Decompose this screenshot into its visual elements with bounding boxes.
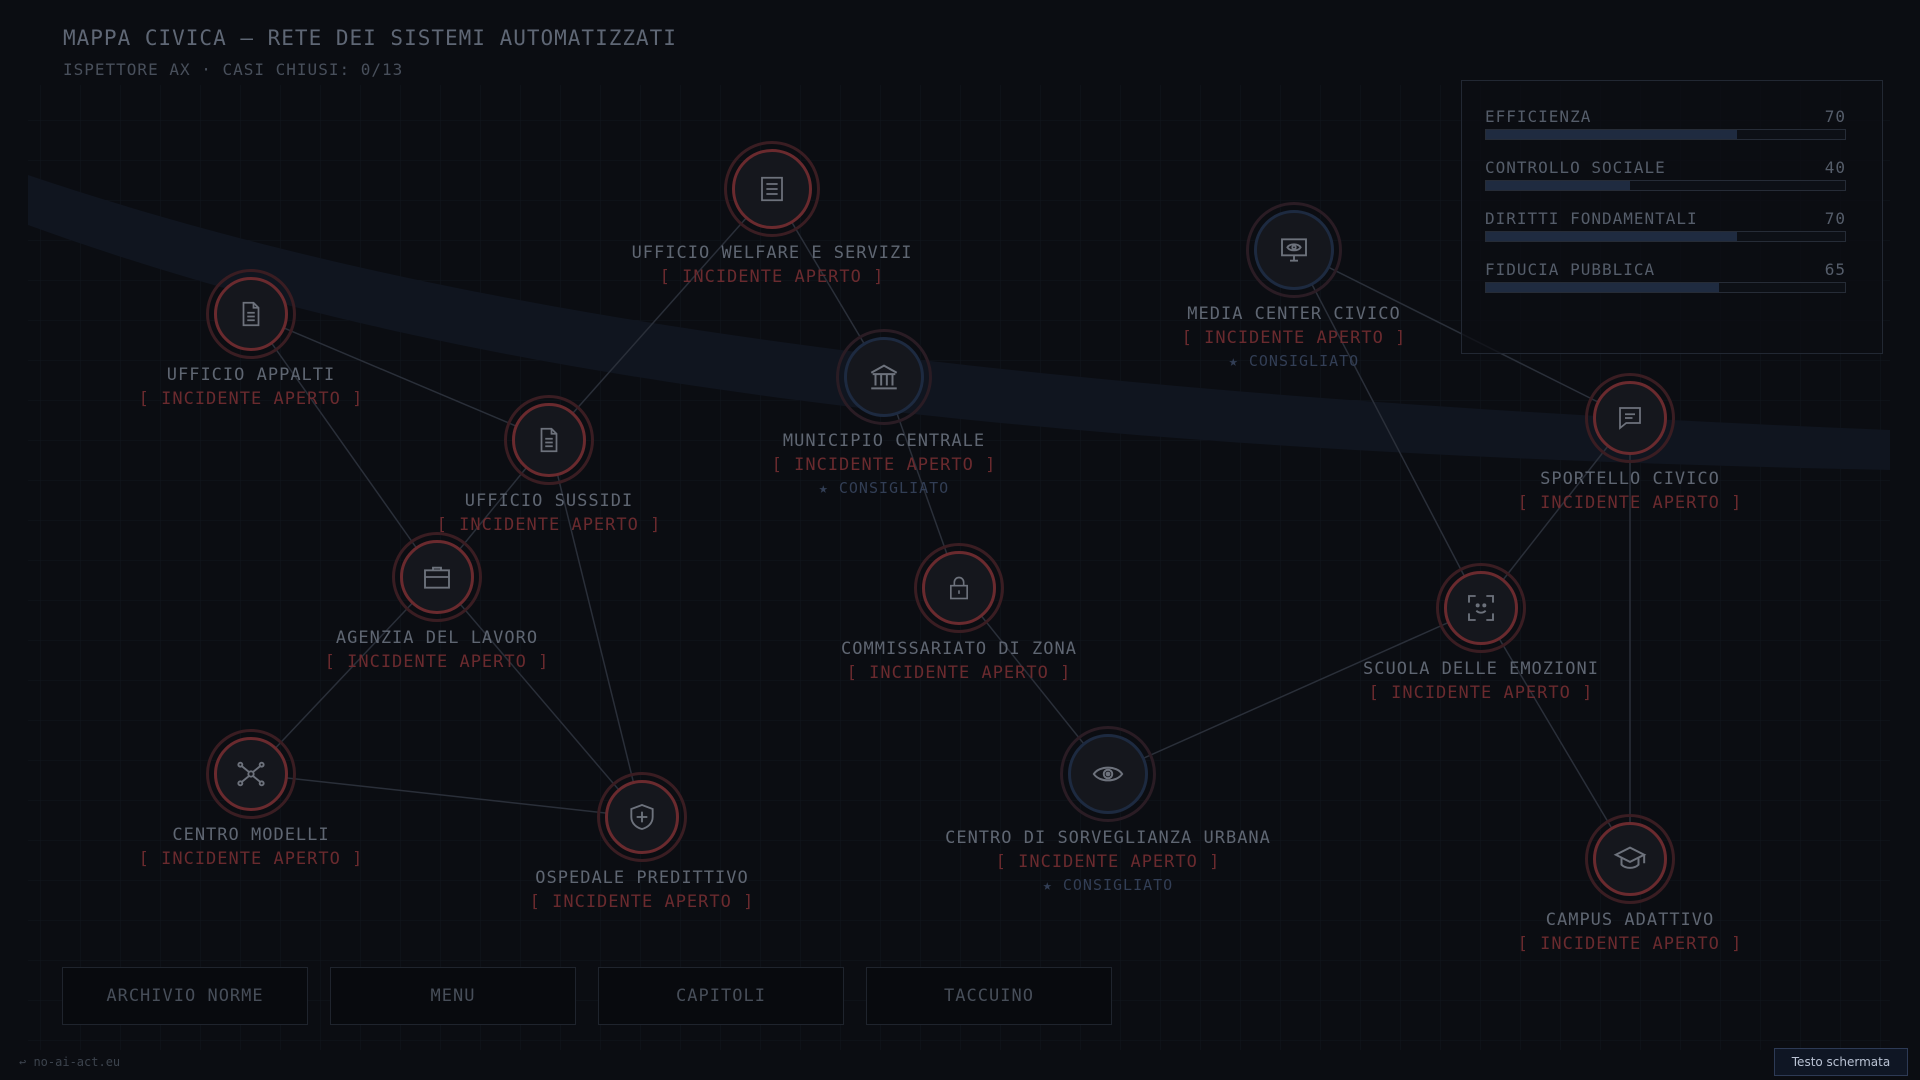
stat-controllo-sociale: CONTROLLO SOCIALE 40 bbox=[1485, 158, 1846, 191]
stat-diritti-fondamentali: DIRITTI FONDAMENTALI 70 bbox=[1485, 209, 1846, 242]
node-ring bbox=[1060, 726, 1156, 822]
network-link bbox=[1480, 607, 1631, 860]
node-status: [ INCIDENTE APERTO ] bbox=[771, 455, 997, 475]
node-ring bbox=[1585, 373, 1675, 463]
document-icon bbox=[512, 403, 586, 477]
node-name: CENTRO DI SORVEGLIANZA URBANA bbox=[945, 828, 1271, 848]
stat-value: 70 bbox=[1824, 209, 1846, 228]
node-ring bbox=[504, 395, 594, 485]
network-link bbox=[548, 439, 643, 818]
page-title: MAPPA CIVICA — RETE DEI SISTEMI AUTOMATI… bbox=[63, 26, 677, 50]
stat-bar-fill bbox=[1486, 283, 1720, 292]
node-status: [ INCIDENTE APERTO ] bbox=[1368, 683, 1594, 703]
network-link bbox=[250, 313, 550, 441]
graduation-cap-icon bbox=[1593, 822, 1667, 896]
node-name: UFFICIO SUSSIDI bbox=[464, 491, 634, 511]
eye-icon bbox=[1068, 734, 1148, 814]
node-status: [ INCIDENTE APERTO ] bbox=[436, 515, 662, 535]
stat-bar-fill bbox=[1486, 232, 1738, 241]
monitor-eye-icon bbox=[1254, 210, 1334, 290]
node-recommended-badge: ★ CONSIGLIATO bbox=[1228, 352, 1360, 370]
notebook-button[interactable]: TACCUINO bbox=[866, 967, 1112, 1025]
stat-label: DIRITTI FONDAMENTALI bbox=[1485, 209, 1698, 228]
node-name: SCUOLA DELLE EMOZIONI bbox=[1363, 659, 1599, 679]
face-scan-icon bbox=[1444, 571, 1518, 645]
stat-bar-fill bbox=[1486, 130, 1738, 139]
shield-plus-icon bbox=[605, 780, 679, 854]
stat-label: CONTROLLO SOCIALE bbox=[1485, 158, 1666, 177]
node-status: [ INCIDENTE APERTO ] bbox=[659, 267, 885, 287]
network-link bbox=[548, 188, 773, 441]
document-icon bbox=[214, 277, 288, 351]
stat-efficienza: EFFICIENZA 70 bbox=[1485, 107, 1846, 140]
document-list-icon bbox=[732, 149, 812, 229]
node-name: UFFICIO WELFARE E SERVIZI bbox=[631, 243, 913, 263]
node-ring bbox=[836, 329, 932, 425]
node-name: OSPEDALE PREDITTIVO bbox=[535, 868, 749, 888]
stat-bar bbox=[1485, 180, 1846, 191]
chapters-button[interactable]: CAPITOLI bbox=[598, 967, 844, 1025]
header: MAPPA CIVICA — RETE DEI SISTEMI AUTOMATI… bbox=[63, 26, 677, 79]
network-link bbox=[1293, 249, 1482, 609]
screen-text-button[interactable]: Testo schermata bbox=[1774, 1048, 1908, 1076]
node-ring bbox=[1246, 202, 1342, 298]
network-link bbox=[250, 773, 643, 818]
node-recommended-badge: ★ CONSIGLIATO bbox=[1042, 876, 1174, 894]
node-ring bbox=[914, 543, 1004, 633]
chat-bubble-icon bbox=[1593, 381, 1667, 455]
node-status: [ INCIDENTE APERTO ] bbox=[529, 892, 755, 912]
node-ring bbox=[597, 772, 687, 862]
stat-label: FIDUCIA PUBBLICA bbox=[1485, 260, 1656, 279]
node-name: COMMISSARIATO DI ZONA bbox=[841, 639, 1077, 659]
node-recommended-badge: ★ CONSIGLIATO bbox=[818, 479, 950, 497]
bank-icon bbox=[844, 337, 924, 417]
network-icon bbox=[214, 737, 288, 811]
node-status: [ INCIDENTE APERTO ] bbox=[1517, 934, 1743, 954]
network-link bbox=[436, 576, 643, 818]
node-status: [ INCIDENTE APERTO ] bbox=[138, 389, 364, 409]
footer-link[interactable]: ↩ no-ai-act.eu bbox=[19, 1055, 121, 1069]
stat-value: 65 bbox=[1824, 260, 1846, 279]
river bbox=[28, 175, 1890, 470]
node-status: [ INCIDENTE APERTO ] bbox=[995, 852, 1221, 872]
node-ring bbox=[1585, 814, 1675, 904]
stat-value: 70 bbox=[1824, 107, 1846, 126]
node-ring bbox=[392, 532, 482, 622]
node-status: [ INCIDENTE APERTO ] bbox=[324, 652, 550, 672]
node-status: [ INCIDENTE APERTO ] bbox=[1181, 328, 1407, 348]
node-name: SPORTELLO CIVICO bbox=[1540, 469, 1720, 489]
stat-fiducia-pubblica: FIDUCIA PUBBLICA 65 bbox=[1485, 260, 1846, 293]
stat-value: 40 bbox=[1824, 158, 1846, 177]
briefcase-icon bbox=[400, 540, 474, 614]
node-status: [ INCIDENTE APERTO ] bbox=[846, 663, 1072, 683]
node-name: UFFICIO APPALTI bbox=[166, 365, 336, 385]
node-status: [ INCIDENTE APERTO ] bbox=[138, 849, 364, 869]
menu-button[interactable]: MENU bbox=[330, 967, 576, 1025]
node-ring bbox=[206, 729, 296, 819]
node-name: CAMPUS ADATTIVO bbox=[1545, 910, 1715, 930]
stat-bar bbox=[1485, 129, 1846, 140]
network-link bbox=[1107, 607, 1482, 775]
network-link bbox=[250, 313, 438, 578]
lock-icon bbox=[922, 551, 996, 625]
stat-label: EFFICIENZA bbox=[1485, 107, 1592, 126]
stats-panel: EFFICIENZA 70 CONTROLLO SOCIALE 40 DIRITTI… bbox=[1461, 80, 1883, 354]
node-ring bbox=[206, 269, 296, 359]
node-ring bbox=[724, 141, 820, 237]
node-ring bbox=[1436, 563, 1526, 653]
node-name: MUNICIPIO CENTRALE bbox=[782, 431, 986, 451]
archive-button[interactable]: ARCHIVIO NORME bbox=[62, 967, 308, 1025]
node-status: [ INCIDENTE APERTO ] bbox=[1517, 493, 1743, 513]
stat-bar bbox=[1485, 231, 1846, 242]
stat-bar bbox=[1485, 282, 1846, 293]
page-subtitle: ISPETTORE AX · CASI CHIUSI: 0/13 bbox=[63, 60, 404, 79]
node-name: AGENZIA DEL LAVORO bbox=[335, 628, 539, 648]
stat-bar-fill bbox=[1486, 181, 1630, 190]
node-name: CENTRO MODELLI bbox=[172, 825, 330, 845]
node-name: MEDIA CENTER CIVICO bbox=[1187, 304, 1401, 324]
